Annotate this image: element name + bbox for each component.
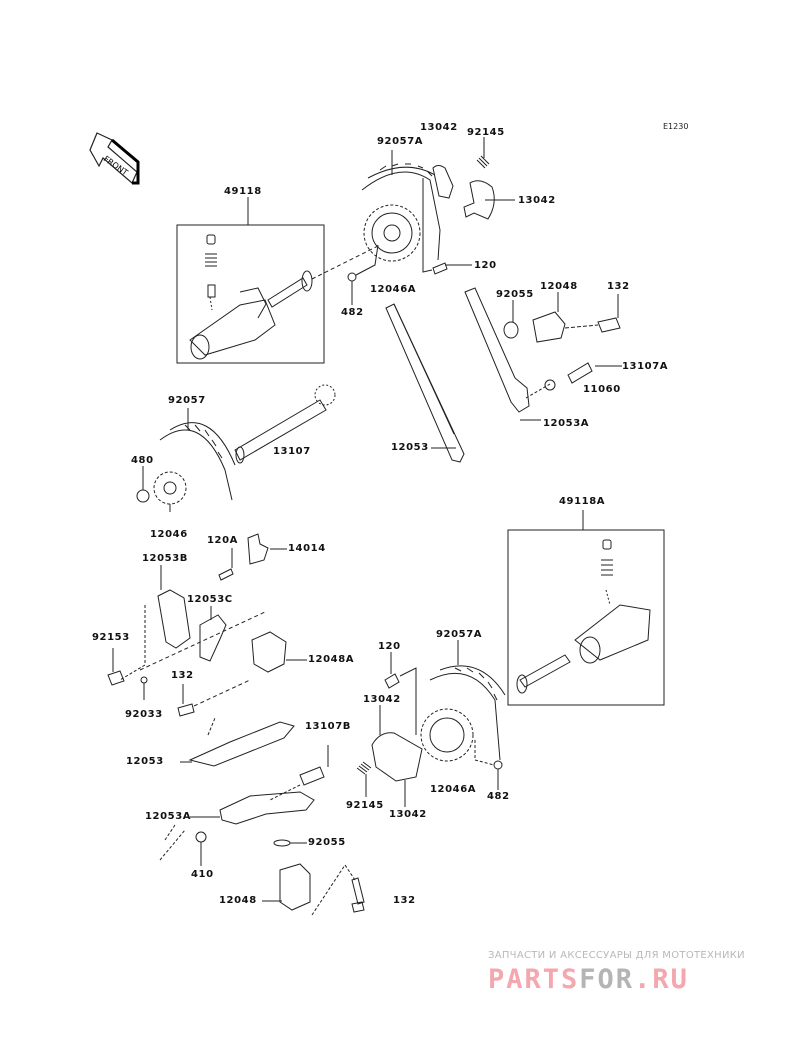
washer-410 (195, 831, 207, 843)
part-label-12046[interactable]: 12046 (150, 529, 188, 540)
watermark-logo: PARTSFOR.RU (488, 964, 689, 995)
pin-13107B (269, 745, 329, 801)
camshaft-upper (189, 287, 276, 360)
bolt-120-lower (384, 652, 417, 735)
camshaft-lower (574, 604, 651, 664)
part-label-12053A[interactable]: 12053A (543, 418, 590, 429)
chain-guide-12053-lower (180, 717, 295, 767)
sprocket-12046 (153, 471, 187, 512)
part-label-14014[interactable]: 14014 (288, 543, 326, 554)
part-label-49118A[interactable]: 49118A (559, 496, 606, 507)
bolt-92153 (107, 648, 125, 686)
part-label-12048[interactable]: 12048 (540, 281, 578, 292)
tensioner-12048-lower (262, 863, 356, 916)
part-label-12053C[interactable]: 12053C (187, 594, 233, 605)
watermark-subtitle: ЗАПЧАСТИ И АКСЕССУАРЫ ДЛЯ МОТОТЕХНИКИ (488, 950, 745, 961)
tensioner-12048-upper (532, 292, 599, 343)
part-label-410[interactable]: 410 (191, 869, 214, 880)
cam-chain-lower (429, 640, 506, 761)
part-label-120[interactable]: 120 (474, 260, 497, 271)
valve-parts-lower (601, 539, 613, 606)
chain-92057 (159, 408, 236, 501)
part-label-12048[interactable]: 12048 (219, 895, 257, 906)
valve-spring-parts (205, 234, 217, 311)
cam-sprocket-lower (420, 708, 474, 762)
cam-sprocket-upper (363, 204, 421, 262)
part-label-92057[interactable]: 92057 (168, 395, 206, 406)
part-label-120A[interactable]: 120A (207, 535, 239, 546)
part-label-12053[interactable]: 12053 (126, 756, 164, 767)
tensioner-shoe-upper (432, 165, 495, 220)
part-label-132[interactable]: 132 (171, 670, 194, 681)
watermark-brand-part1: PARTS (488, 964, 580, 995)
oring-92055-upper (503, 321, 519, 339)
guide-12053B (119, 565, 191, 681)
chain-guide-12053-upper (385, 303, 465, 463)
cam-chain-upper (361, 163, 441, 261)
part-label-480[interactable]: 480 (131, 455, 154, 466)
watermark-brand-part3: .RU (634, 964, 689, 995)
rocker-shaft-lower (516, 654, 571, 694)
bracket-14014 (247, 533, 287, 565)
washer-11060 (544, 379, 556, 391)
tensioner-guide-12053A-upper (464, 287, 551, 421)
part-label-132[interactable]: 132 (393, 895, 416, 906)
part-label-92033[interactable]: 92033 (125, 709, 163, 720)
shaft-13107 (234, 384, 336, 464)
bolt-132-mid (177, 679, 251, 717)
spring-92145-lower (356, 761, 372, 797)
part-label-13042[interactable]: 13042 (518, 195, 556, 206)
part-label-92055[interactable]: 92055 (496, 289, 534, 300)
part-label-12048A[interactable]: 12048A (308, 654, 355, 665)
rocker-shaft-upper (267, 244, 381, 308)
part-label-132[interactable]: 132 (607, 281, 630, 292)
diagram-code: E1230 (663, 122, 689, 131)
front-arrow-icon: FRONT (89, 132, 140, 185)
tensioner-12048A (251, 631, 307, 673)
part-label-13107A[interactable]: 13107A (622, 361, 669, 372)
part-label-92055[interactable]: 92055 (308, 837, 346, 848)
watermark-brand-part2: FOR (579, 964, 635, 995)
part-label-92057A[interactable]: 92057A (436, 629, 483, 640)
bolt-120A (218, 548, 234, 581)
ring-480 (136, 489, 150, 503)
guide-12053C (139, 606, 266, 671)
oring-92055-lower (273, 839, 291, 847)
part-label-13042[interactable]: 13042 (363, 694, 401, 705)
part-label-12053[interactable]: 12053 (391, 442, 429, 453)
part-label-12053A[interactable]: 12053A (145, 811, 192, 822)
part-label-482[interactable]: 482 (487, 791, 510, 802)
part-label-92153[interactable]: 92153 (92, 632, 130, 643)
part-label-12046A[interactable]: 12046A (430, 784, 477, 795)
washer-482-upper (347, 244, 379, 305)
part-label-92057A[interactable]: 92057A (377, 136, 424, 147)
spring-92145-upper (476, 137, 490, 169)
tensioner-guide-12053A-lower (159, 791, 315, 861)
bolt-120-upper (422, 178, 472, 275)
tensioner-shoe-lower (371, 705, 423, 807)
assembly-box-49118A (507, 529, 665, 706)
oring-92033 (140, 676, 148, 684)
assembly-box-49118 (176, 224, 325, 364)
part-label-482[interactable]: 482 (341, 307, 364, 318)
part-label-92145[interactable]: 92145 (346, 800, 384, 811)
part-label-120[interactable]: 120 (378, 641, 401, 652)
bolt-132-upper (597, 294, 621, 333)
part-label-13042[interactable]: 13042 (389, 809, 427, 820)
part-label-11060[interactable]: 11060 (583, 384, 621, 395)
part-label-13107[interactable]: 13107 (273, 446, 311, 457)
part-label-12053B[interactable]: 12053B (142, 553, 189, 564)
part-label-12046A[interactable]: 12046A (370, 284, 417, 295)
bolt-132-lower (351, 877, 365, 913)
part-label-92145[interactable]: 92145 (467, 127, 505, 138)
part-label-13107B[interactable]: 13107B (305, 721, 352, 732)
part-label-13042[interactable]: 13042 (420, 122, 458, 133)
part-label-49118[interactable]: 49118 (224, 186, 262, 197)
washer-482-lower (493, 760, 503, 770)
pin-13107A (567, 362, 622, 384)
